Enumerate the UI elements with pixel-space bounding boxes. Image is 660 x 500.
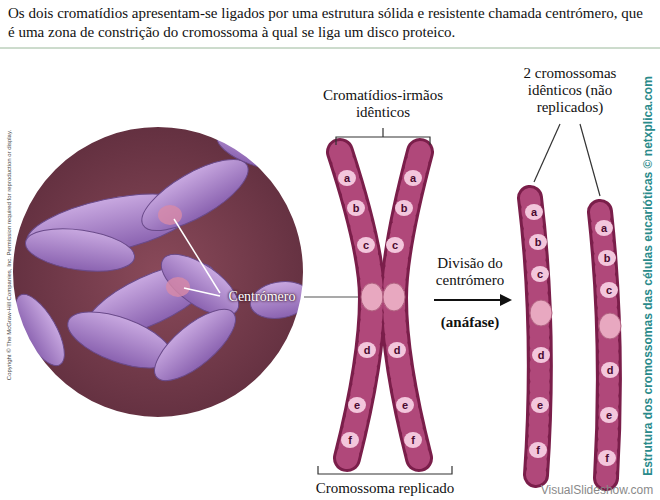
top-bracket <box>336 128 430 145</box>
band-letter: e <box>354 399 360 412</box>
photo-frame <box>12 126 304 418</box>
part-label: Cromatídios-irmãos idênticos <box>318 87 448 121</box>
band-letter: e <box>606 409 612 422</box>
band-letter: f <box>605 452 609 465</box>
centromere-discs <box>530 300 621 339</box>
phase-label: (anáfase) <box>441 314 499 331</box>
division-arrow <box>434 294 512 306</box>
part-label: Centrómero <box>229 289 296 305</box>
source-note: Estrutura dos cromossomas das células eu… <box>641 76 655 476</box>
band-letter: d <box>364 344 371 357</box>
leader-lines <box>534 124 600 196</box>
part-label: 2 cromossomas idênticos (não replicados) <box>506 65 634 116</box>
band-letter: c <box>363 239 369 252</box>
band-letter: f <box>536 444 540 457</box>
band-letter: c <box>606 284 612 297</box>
band-letter: e <box>402 399 408 412</box>
band-letter: e <box>537 399 543 412</box>
band-letter: c <box>537 268 543 281</box>
daughter-chromosomes <box>530 198 609 478</box>
micrograph <box>0 120 320 430</box>
band-letter: a <box>410 172 416 185</box>
band-letter: b <box>401 202 408 215</box>
band-letter: a <box>531 206 537 219</box>
band-letter: f <box>411 434 415 447</box>
band-letter: d <box>607 364 614 377</box>
watermark: VisualSlideshow.com <box>541 483 654 497</box>
process-label: Divisão do centrómero <box>424 255 516 289</box>
band-letter: b <box>535 236 542 249</box>
band-letter: b <box>353 202 360 215</box>
band-letter: a <box>601 222 607 235</box>
leader-line <box>304 296 358 297</box>
band-letter: d <box>538 349 545 362</box>
band-letter: f <box>348 434 352 447</box>
band-letter: a <box>344 172 350 185</box>
band-marks <box>338 170 422 448</box>
replicated-chromosome <box>340 152 420 458</box>
bottom-bracket <box>318 466 452 474</box>
heading: Os dois cromatídios apresentam-se ligado… <box>8 4 652 42</box>
band-letter: d <box>394 344 401 357</box>
band-letter: b <box>604 252 611 265</box>
leader-lines <box>174 219 220 296</box>
part-label: Cromossoma replicado <box>316 480 455 497</box>
banner-rule <box>0 48 660 49</box>
centromere-discs <box>361 283 405 311</box>
band-letter: c <box>392 239 398 252</box>
copyright-note: Copyright © The McGraw-Hill Companies, I… <box>6 130 13 380</box>
